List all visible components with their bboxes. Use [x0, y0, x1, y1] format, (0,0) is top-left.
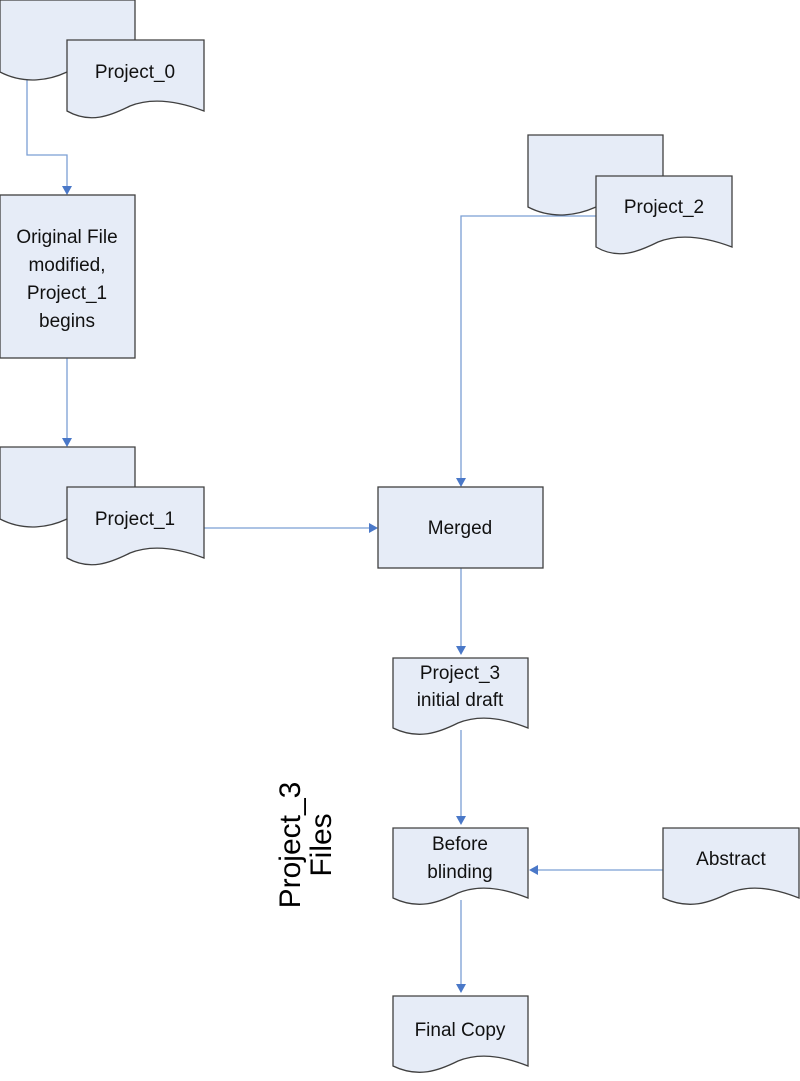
annotation-line-2: Files	[305, 813, 338, 876]
arrowhead-icon	[456, 478, 466, 487]
document-shape	[662, 827, 800, 905]
arrowhead-icon	[369, 523, 378, 533]
node-project-3-draft[interactable]: Project_3 initial draft	[392, 657, 529, 735]
node-label: Final Copy	[415, 1020, 506, 1041]
document-shape	[392, 827, 529, 905]
node-label: Abstract	[696, 849, 766, 870]
document-front-shape	[66, 39, 205, 119]
node-label-line-1: Original File	[16, 227, 117, 248]
node-project-2[interactable]: Project_2	[527, 134, 733, 255]
node-label-line-4: begins	[39, 311, 95, 332]
process-shape	[0, 194, 136, 359]
arrowhead-icon	[62, 186, 72, 195]
arrowhead-icon	[456, 646, 466, 655]
node-label-line-2: blinding	[427, 862, 493, 883]
node-merged[interactable]: Merged	[377, 486, 544, 569]
arrowhead-icon	[456, 984, 466, 993]
node-label: Project_1	[95, 509, 175, 530]
connectors	[26, 80, 663, 993]
document-shape	[392, 657, 529, 735]
node-abstract[interactable]: Abstract	[662, 827, 800, 905]
node-label-line-1: Project_3	[420, 663, 500, 684]
annotation-line-1: Project_3	[274, 782, 307, 909]
annotation-project-3-files: Project_3 Files	[274, 782, 338, 909]
node-label-line-2: modified,	[28, 255, 105, 276]
edge-project0-to-original-file	[26, 80, 68, 187]
node-label-line-2: initial draft	[417, 690, 504, 711]
node-final-copy[interactable]: Final Copy	[392, 995, 529, 1073]
node-label: Merged	[428, 518, 492, 539]
process-shape	[377, 486, 544, 569]
node-before-blinding[interactable]: Before blinding	[392, 827, 529, 905]
document-front-shape	[66, 486, 205, 566]
node-label-line-3: Project_1	[27, 283, 107, 304]
node-label-line-1: Before	[432, 834, 488, 855]
arrowhead-icon	[62, 438, 72, 447]
node-label: Project_0	[95, 62, 175, 83]
document-shape	[392, 995, 529, 1073]
arrowhead-icon	[456, 816, 466, 825]
node-original-file[interactable]: Original File modified, Project_1 begins	[0, 194, 136, 359]
node-project-0[interactable]: Project_0	[0, 0, 205, 119]
node-project-1[interactable]: Project_1	[0, 446, 205, 566]
edge-project2-to-merged	[460, 215, 596, 479]
node-label: Project_2	[624, 197, 704, 218]
arrowhead-icon	[529, 865, 538, 875]
document-front-shape	[595, 175, 733, 255]
